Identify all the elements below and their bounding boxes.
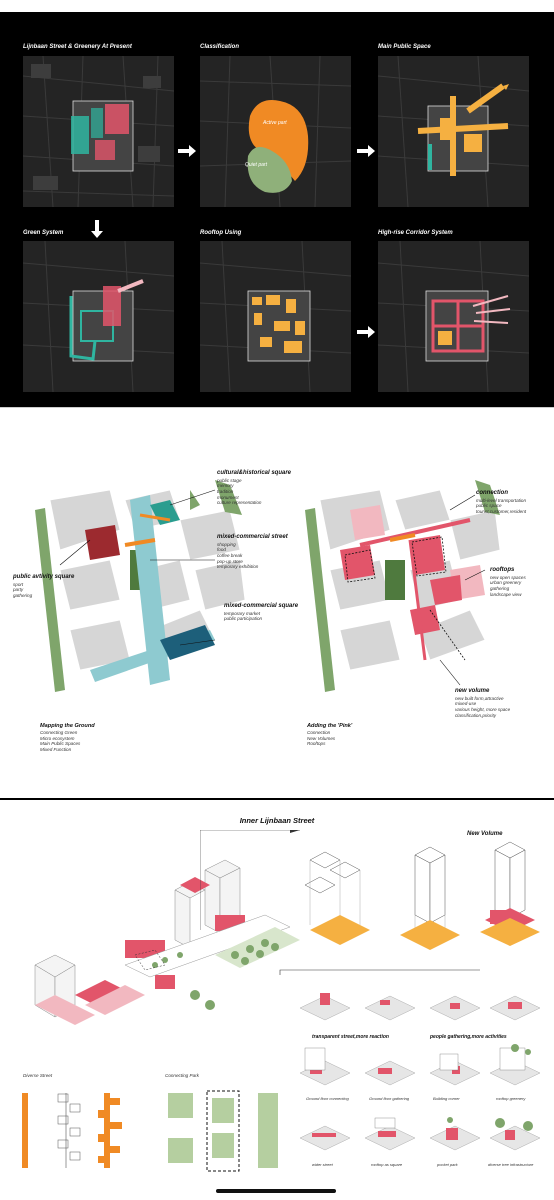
scenario-caption: transparent street,more reaction bbox=[312, 1034, 389, 1040]
new-volume-label: New Volume bbox=[467, 831, 503, 837]
callout-mixed-commercial-street: mixed-commercial street shopping food co… bbox=[217, 534, 288, 570]
callout-item: classification,priority bbox=[455, 712, 497, 718]
scenario-caption: people gathering,more activities bbox=[430, 1034, 507, 1040]
callout-item: mixed-use bbox=[455, 701, 477, 707]
arrow-right-icon bbox=[357, 144, 375, 162]
scenario-caption: Ground floor gathering bbox=[369, 1096, 410, 1101]
callout-item: gathering bbox=[13, 592, 33, 598]
callout-item: multi-level transportation bbox=[476, 497, 527, 503]
map-green-system bbox=[23, 241, 174, 392]
scenario-caption: pocket park bbox=[437, 1162, 458, 1167]
callout-rooftops: rooftops new open spaces urban greenery … bbox=[490, 567, 526, 597]
callout-item: sport bbox=[13, 581, 24, 587]
callout-new-volume: new volume new built form,attractive mix… bbox=[455, 688, 510, 718]
callout-item: tourist,customer,resident bbox=[476, 508, 527, 514]
arrow-right-icon bbox=[357, 325, 375, 343]
map-public-space bbox=[378, 56, 529, 207]
scenario-caption: rooftop greenery bbox=[496, 1096, 526, 1101]
callout-title: new volume bbox=[455, 688, 490, 694]
callout-title: mixed-commercial square bbox=[224, 603, 299, 609]
callout-item: public space bbox=[476, 503, 502, 509]
quiet-part-label: Quiet part bbox=[245, 162, 268, 168]
callout-item: various height, more space bbox=[455, 706, 511, 712]
volume-sequence bbox=[304, 841, 540, 950]
map-rooftop bbox=[200, 241, 351, 392]
scenario-grid bbox=[300, 993, 541, 1151]
scenario-caption: diverse tree infrastructure bbox=[488, 1162, 534, 1167]
scenario-caption: wider street bbox=[312, 1162, 333, 1167]
map-title-classification: Classification bbox=[200, 44, 240, 50]
caption-item: Mixed Function bbox=[40, 747, 72, 753]
callout-item: landscape view bbox=[490, 591, 522, 597]
callout-item: memory bbox=[217, 483, 234, 489]
callout-item: temporary exhibition bbox=[217, 564, 259, 570]
map-highrise bbox=[378, 241, 529, 392]
callout-item: coffee break bbox=[217, 552, 243, 558]
caption-title: Adding the 'Pink' bbox=[307, 723, 353, 729]
callout-item: food bbox=[217, 547, 226, 553]
callout-item: culture representation bbox=[217, 500, 262, 506]
scenario-caption: rooftop as square bbox=[371, 1162, 403, 1167]
legend-diverse-street-label: Diverse Street bbox=[23, 1073, 53, 1078]
left-site-plan bbox=[35, 480, 246, 692]
caption-adding-pink: Adding the 'Pink' Connection New Volumes… bbox=[307, 723, 352, 747]
callout-title: connection bbox=[476, 490, 509, 496]
callout-item: pop-up store bbox=[217, 558, 243, 564]
callout-title: rooftops bbox=[490, 567, 515, 573]
legend-diagrams bbox=[22, 1090, 278, 1172]
arrow-right-icon bbox=[178, 144, 196, 162]
callout-item: party bbox=[13, 587, 24, 593]
analysis-maps-panel: Lijnbaan Street & Greenery At Present Cl… bbox=[0, 12, 554, 407]
arrow-down-icon bbox=[91, 220, 103, 243]
scenario-caption: Ground floor connecting bbox=[306, 1096, 349, 1101]
callout-title: mixed-commercial street bbox=[217, 534, 288, 540]
callout-item: tradition bbox=[217, 488, 234, 494]
inner-street-panel: Inner Lijnbaan Street New Volume bbox=[0, 800, 554, 1190]
callout-cultural-square: cultural&historical square public stage … bbox=[217, 470, 291, 506]
callout-item: public stage bbox=[217, 477, 242, 483]
caption-item: Connection bbox=[307, 729, 331, 735]
right-site-plan bbox=[305, 480, 501, 692]
map-title-public-space: Main Public Space bbox=[378, 44, 431, 50]
callout-mixed-commercial-square: mixed-commercial square temporary market… bbox=[224, 603, 298, 622]
callout-title: public avtivity square bbox=[13, 574, 75, 580]
callout-item: monument bbox=[217, 494, 239, 500]
callout-public-activity-square: public avtivity square sport party gathe… bbox=[13, 574, 74, 599]
home-indicator[interactable] bbox=[216, 1189, 336, 1193]
callout-item: gathering bbox=[490, 585, 510, 591]
caption-item: Connecting Green bbox=[40, 729, 78, 735]
caption-item: Main Public Spaces bbox=[40, 741, 81, 747]
caption-title: Mapping the Ground bbox=[40, 723, 95, 729]
ground-mapping-panel: cultural&historical square public stage … bbox=[0, 440, 554, 780]
map-title-highrise: High-rise Corridor System bbox=[378, 230, 453, 236]
section-title: Inner Lijnbaan Street bbox=[239, 816, 315, 825]
panel-divider bbox=[0, 407, 554, 408]
callout-item: shopping bbox=[217, 541, 236, 547]
map-present bbox=[23, 56, 174, 207]
panel-divider bbox=[0, 798, 554, 800]
caption-item: Micro ecosystem bbox=[40, 735, 75, 741]
caption-mapping-ground: Mapping the Ground Connecting Green Micr… bbox=[40, 723, 95, 753]
axonometric-street-model bbox=[34, 859, 300, 1025]
callout-item: temporary market bbox=[224, 610, 260, 616]
callout-lines bbox=[200, 830, 480, 975]
legend-connecting-park-label: Connecting Park bbox=[165, 1073, 199, 1078]
caption-item: Rooftops bbox=[307, 741, 326, 747]
callout-title: cultural&historical square bbox=[217, 470, 292, 476]
callout-item: new built form,attractive bbox=[455, 695, 504, 701]
map-classification: Active part Quiet part bbox=[200, 56, 351, 207]
caption-item: New Volumes bbox=[307, 735, 336, 741]
callout-item: public participation bbox=[224, 616, 263, 622]
callout-item: new open spaces bbox=[490, 574, 526, 580]
map-title-present: Lijnbaan Street & Greenery At Present bbox=[23, 44, 132, 50]
active-part-label: Active part bbox=[262, 120, 287, 126]
scenario-caption: Building corner bbox=[433, 1096, 460, 1101]
street-bar bbox=[22, 1093, 28, 1168]
callout-item: urban greenery bbox=[490, 580, 522, 586]
map-title-rooftop: Rooftop Using bbox=[200, 230, 242, 236]
callout-connection: connection multi-level transportation pu… bbox=[476, 490, 526, 515]
map-title-green-system: Green System bbox=[23, 230, 64, 236]
